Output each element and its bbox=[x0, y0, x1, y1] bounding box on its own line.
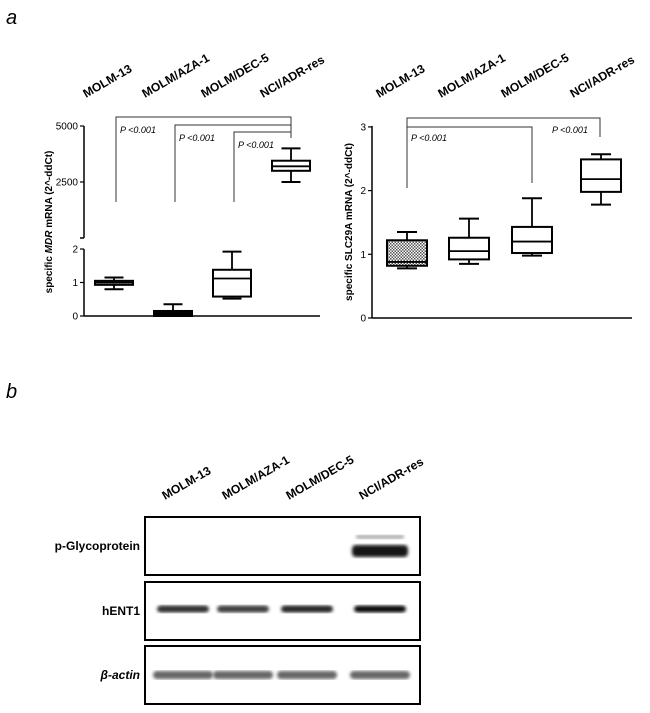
lane-label: NCI/ADR-res bbox=[357, 454, 427, 502]
y-tick-label: 1 bbox=[72, 278, 78, 289]
protein-band bbox=[217, 605, 269, 613]
blot-row-label: hENT1 bbox=[102, 604, 140, 618]
box bbox=[511, 225, 553, 255]
y-tick-label: 1 bbox=[360, 250, 366, 261]
category-label: MOLM/AZA-1 bbox=[436, 51, 509, 101]
lane-label: MOLM/AZA-1 bbox=[220, 453, 293, 503]
lane-label: MOLM/DEC-5 bbox=[284, 452, 357, 502]
p-value-label: P <0.001 bbox=[120, 125, 156, 135]
y-tick-label: 0 bbox=[72, 312, 78, 323]
p-value-label: P <0.001 bbox=[411, 133, 447, 143]
category-label: MOLM-13 bbox=[81, 61, 135, 100]
blot-row-label: p-Glycoprotein bbox=[55, 539, 140, 553]
protein-band bbox=[354, 605, 406, 613]
blot-row-label: β-actin bbox=[100, 668, 140, 682]
box bbox=[448, 236, 490, 261]
protein-band bbox=[281, 605, 333, 613]
lane-label: MOLM-13 bbox=[160, 463, 214, 502]
protein-band bbox=[213, 671, 273, 679]
y-tick-label: 2 bbox=[72, 245, 78, 256]
y-tick-label: 2 bbox=[360, 186, 366, 197]
protein-band bbox=[352, 545, 408, 557]
category-label: NCI/ADR-res bbox=[568, 52, 638, 100]
protein-band-faint bbox=[356, 535, 404, 539]
significance-bracket bbox=[233, 131, 292, 202]
y-tick-label: 5000 bbox=[56, 122, 79, 133]
box bbox=[212, 268, 252, 298]
p-value-label: P <0.001 bbox=[238, 140, 274, 150]
panel-label-a: a bbox=[6, 7, 17, 29]
y-axis-label: specific SLC29A mRNA (2^-ddCt) bbox=[344, 143, 355, 301]
protein-band bbox=[153, 671, 213, 679]
y-tick-label: 2500 bbox=[56, 178, 79, 189]
box bbox=[580, 158, 622, 193]
protein-band bbox=[350, 671, 410, 679]
category-label: MOLM/DEC-5 bbox=[499, 50, 572, 100]
y-tick-label: 3 bbox=[360, 122, 366, 133]
p-value-label: P <0.001 bbox=[179, 133, 215, 143]
protein-band bbox=[277, 671, 337, 679]
protein-band bbox=[157, 605, 209, 613]
y-tick-label: 0 bbox=[360, 314, 366, 325]
category-label: MOLM-13 bbox=[374, 61, 428, 100]
significance-bracket bbox=[406, 117, 601, 188]
p-value-label: P <0.001 bbox=[552, 125, 588, 135]
y-axis-label: specific MDR mRNA (2^-ddCt) bbox=[44, 151, 55, 294]
panel-label-b: b bbox=[6, 381, 17, 403]
significance-bracket bbox=[407, 126, 533, 183]
